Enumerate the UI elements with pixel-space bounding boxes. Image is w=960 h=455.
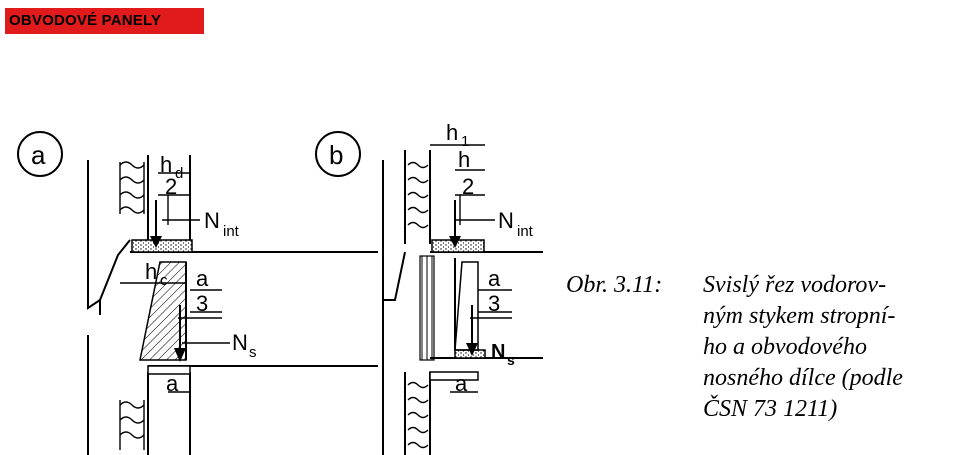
label-two-a: 2 xyxy=(165,174,177,199)
panel-b-labels: b h 1 h 2 N int a 3 N s a xyxy=(329,120,534,396)
panel-a xyxy=(17,131,378,455)
panel-a-labels: a h d 2 N int h c a 3 N s a xyxy=(31,140,257,396)
label-ns-b: N xyxy=(491,341,505,363)
section-title-badge: OBVODOVÉ PANELY xyxy=(5,8,204,34)
label-hd-sub: d xyxy=(175,165,183,182)
panel-a-letter: a xyxy=(31,140,46,170)
label-hc: h xyxy=(145,259,157,284)
label-a-frac-b: a xyxy=(488,266,501,291)
label-h1: h xyxy=(446,120,458,145)
label-two-b: 2 xyxy=(462,174,474,199)
label-h: h xyxy=(458,147,470,172)
label-nint-b: N xyxy=(498,208,514,233)
caption-line-1: Svislý řez vodorov- xyxy=(703,272,887,298)
wall-outline xyxy=(87,160,101,315)
label-a-bottom: a xyxy=(166,371,179,396)
label-three-b: 3 xyxy=(488,291,500,316)
label-a-frac: a xyxy=(196,266,209,291)
label-nint-sub-a: int xyxy=(223,223,240,240)
label-nint-sub-b: int xyxy=(517,223,534,240)
label-ns-sub-a: s xyxy=(249,344,257,361)
label-a-bottom-b: a xyxy=(455,371,468,396)
caption-label: Obr. 3.11: xyxy=(566,272,663,298)
caption-line-4: nosného dílce (podle xyxy=(703,365,903,391)
label-three-a: 3 xyxy=(196,291,208,316)
label-hc-sub: c xyxy=(160,272,168,289)
panel-b-letter: b xyxy=(329,140,343,170)
figure-caption: Obr. 3.11: Svislý řez vodorov- ným stykem… xyxy=(566,270,903,425)
label-nint-a: N xyxy=(204,208,220,233)
label-hd: h xyxy=(160,152,172,177)
panel-b xyxy=(315,131,543,455)
caption-line-2: ným stykem stropní- xyxy=(703,303,896,329)
label-ns-a: N xyxy=(232,330,248,355)
panel-a-marker xyxy=(17,131,63,177)
caption-line-5: ČSN 73 1211) xyxy=(703,396,838,422)
panel-b-marker xyxy=(315,131,361,177)
label-h1-sub: 1 xyxy=(461,133,469,150)
label-ns-sub-b: s xyxy=(507,352,515,368)
caption-line-3: ho a obvodového xyxy=(703,334,867,360)
